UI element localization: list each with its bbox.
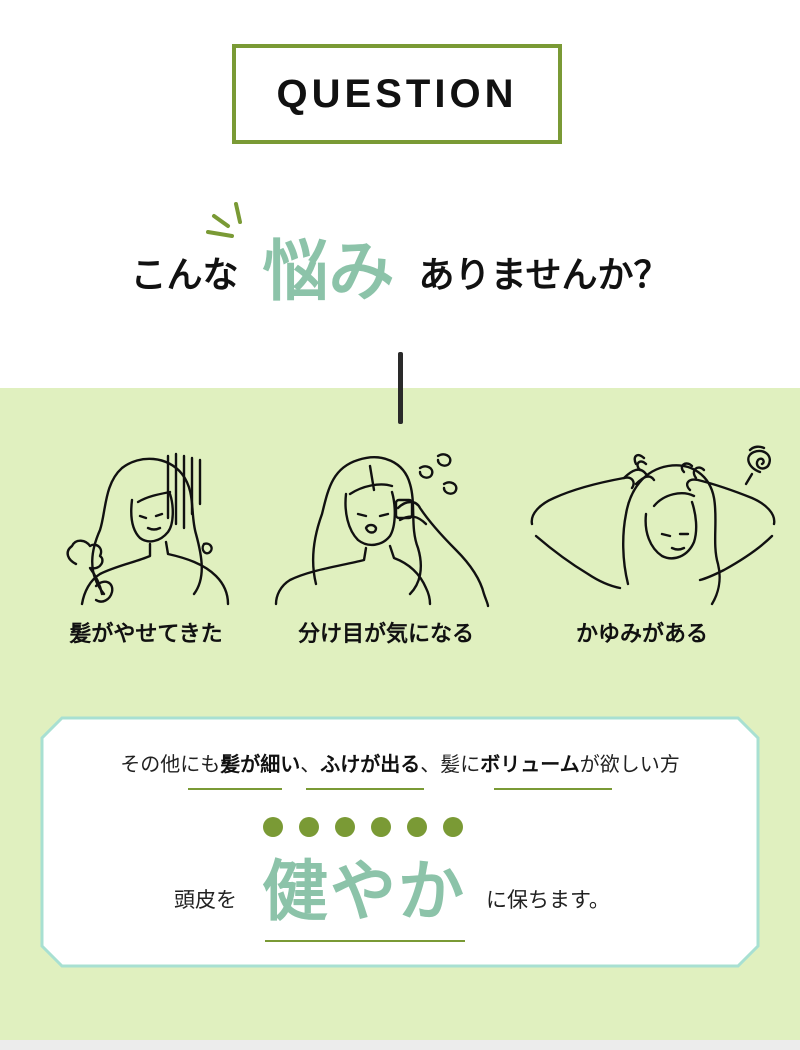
keyword-volume: ボリューム xyxy=(480,752,580,776)
woman-thinning-hair-icon xyxy=(66,452,230,606)
card-line-2-emphasis: 健やか xyxy=(262,853,466,930)
emphasis-dot xyxy=(371,817,391,837)
keyword-dandruff: ふけが出る xyxy=(320,752,421,776)
text-segment: 、髪に xyxy=(420,752,481,776)
concern-label: 分け目が気になる xyxy=(297,622,474,647)
emphasis-dot xyxy=(299,817,319,837)
keyword-thin-hair: 髪が細い xyxy=(220,752,301,776)
text-segment: 、 xyxy=(300,752,321,776)
headline-post: ありませんか？ xyxy=(418,255,670,296)
concern-label: かゆみがある xyxy=(575,622,708,647)
keyword-underline xyxy=(306,788,424,790)
woman-touching-part-icon xyxy=(274,453,490,608)
headline: こんな 悩み ありませんか？ xyxy=(0,222,800,322)
summary-card: その他にも髪が細い、ふけが出る、髪にボリュームが欲しい方 xyxy=(40,716,760,968)
question-title: QUESTION xyxy=(276,71,518,116)
text-segment: が欲しい方 xyxy=(579,752,680,776)
connector-line xyxy=(398,352,403,424)
bottom-divider xyxy=(0,1040,800,1050)
headline-emphasis: 悩み xyxy=(262,233,395,310)
emphasis-dot xyxy=(407,817,427,837)
headline-pre: こんな xyxy=(130,255,239,296)
concern-label: 髪がやせてきた xyxy=(69,622,223,647)
card-line-2-left: 頭皮を xyxy=(174,888,237,912)
woman-scratching-head-icon xyxy=(530,445,776,606)
card-line-1: その他にも髪が細い、ふけが出る、髪にボリュームが欲しい方 xyxy=(40,748,760,777)
card-frame xyxy=(40,716,760,968)
keyword-underline xyxy=(188,788,282,790)
keyword-underline xyxy=(494,788,612,790)
emphasis-dots xyxy=(263,817,463,837)
question-title-box: QUESTION xyxy=(232,44,562,144)
emphasis-dot xyxy=(335,817,355,837)
card-line-2-right: に保ちます。 xyxy=(486,888,610,912)
emphasis-underline xyxy=(265,940,465,942)
text-segment: その他にも xyxy=(120,752,221,776)
sparkle-icon xyxy=(206,202,242,238)
emphasis-dot xyxy=(263,817,283,837)
emphasis-dot xyxy=(443,817,463,837)
